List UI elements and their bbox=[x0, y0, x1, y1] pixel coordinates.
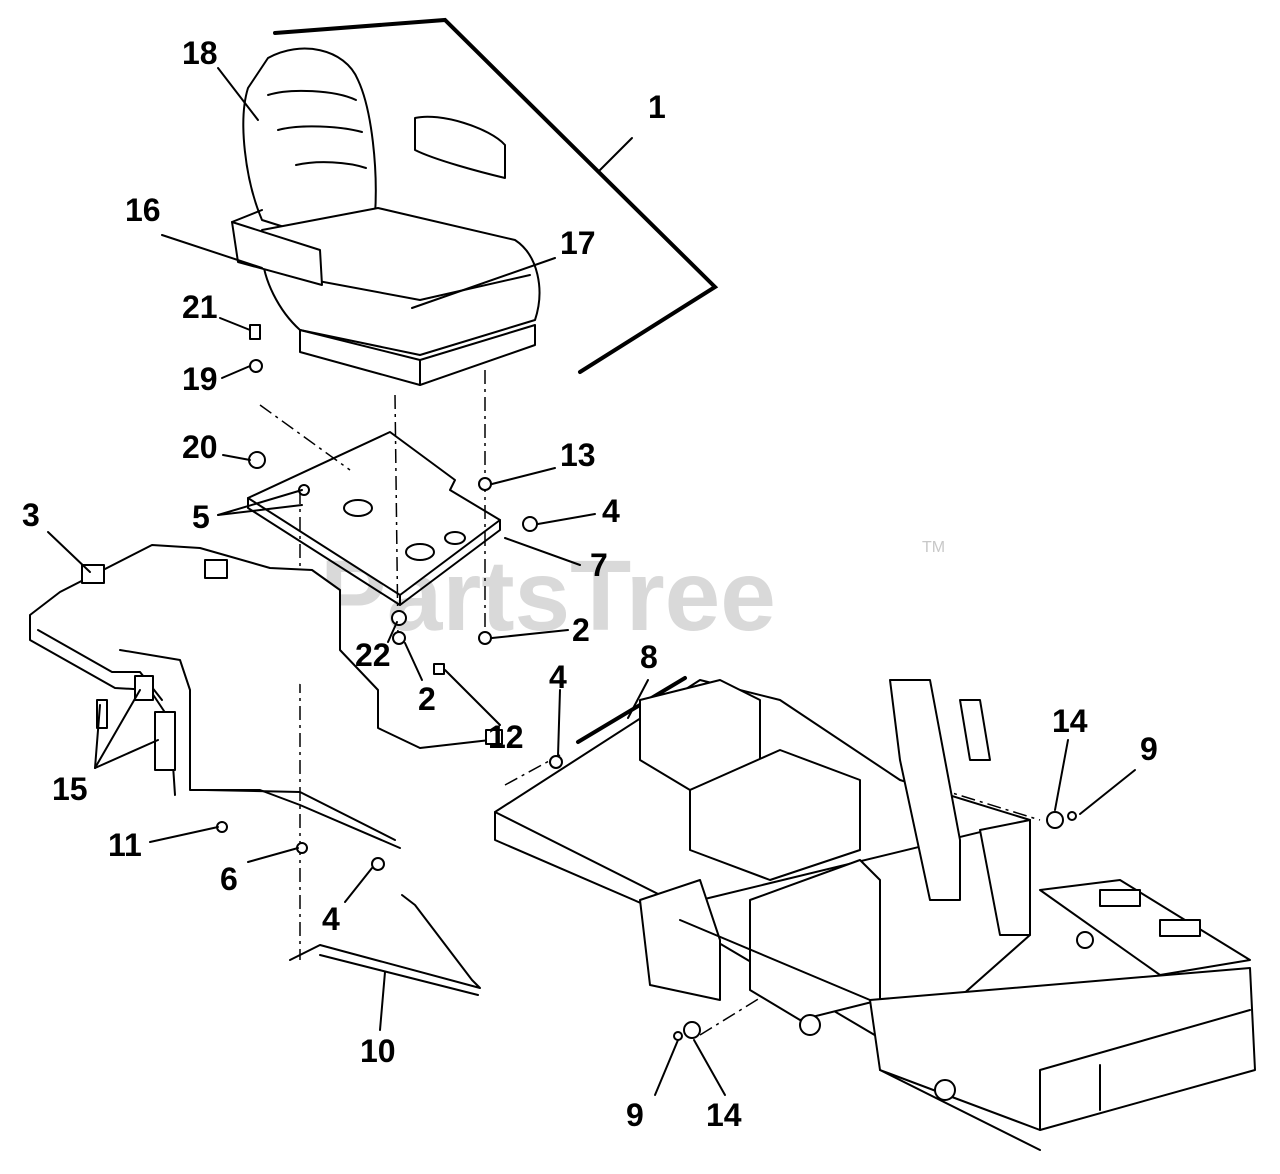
nut-13-icon bbox=[478, 477, 492, 491]
callout-18[interactable]: 18 bbox=[182, 35, 218, 71]
callout-4-lower[interactable]: 4 bbox=[322, 901, 340, 937]
callout-8[interactable]: 8 bbox=[640, 639, 658, 675]
callout-9-bottom[interactable]: 9 bbox=[626, 1097, 644, 1133]
callout-12[interactable]: 12 bbox=[488, 719, 524, 755]
pin-9-right-icon bbox=[1067, 811, 1077, 821]
pin-9-bottom-icon bbox=[673, 1031, 683, 1041]
washer-22-icon bbox=[391, 610, 407, 626]
callout-20[interactable]: 20 bbox=[182, 429, 218, 465]
callout-2-right[interactable]: 2 bbox=[572, 612, 590, 648]
callout-1[interactable]: 1 bbox=[648, 89, 666, 125]
bolt-4-upper-icon bbox=[522, 516, 538, 532]
chassis-frame[interactable] bbox=[494, 679, 1256, 1151]
callout-22[interactable]: 22 bbox=[355, 637, 391, 673]
callouts: 18 1 16 17 21 19 20 13 5 4 3 7 2 22 2 8 … bbox=[22, 35, 1158, 1133]
washer-14-right-icon bbox=[1046, 811, 1064, 829]
callout-7[interactable]: 7 bbox=[590, 547, 608, 583]
washer-20-icon bbox=[248, 451, 266, 469]
callout-6[interactable]: 6 bbox=[220, 861, 238, 897]
callout-2-center[interactable]: 2 bbox=[418, 681, 436, 717]
callout-3[interactable]: 3 bbox=[22, 497, 40, 533]
seat[interactable] bbox=[231, 47, 541, 386]
nut-2-center-icon bbox=[392, 631, 406, 645]
callout-4-upper[interactable]: 4 bbox=[602, 493, 620, 529]
callout-19[interactable]: 19 bbox=[182, 361, 218, 397]
callout-4-middle[interactable]: 4 bbox=[549, 659, 567, 695]
watermark-trademark: TM bbox=[922, 539, 945, 556]
callout-11[interactable]: 11 bbox=[108, 827, 142, 863]
callout-15[interactable]: 15 bbox=[52, 771, 88, 807]
leader-lines bbox=[47, 67, 1136, 1096]
seat-frame[interactable] bbox=[29, 544, 503, 849]
rod-10[interactable] bbox=[289, 894, 481, 996]
callout-21[interactable]: 21 bbox=[182, 289, 218, 325]
nut-2-right-icon bbox=[478, 631, 492, 645]
callout-16[interactable]: 16 bbox=[125, 192, 161, 228]
callout-10[interactable]: 10 bbox=[360, 1033, 396, 1069]
bolt-4-middle-icon bbox=[549, 755, 563, 769]
washer-14-bottom-icon bbox=[683, 1021, 701, 1039]
callout-14-bottom[interactable]: 14 bbox=[706, 1097, 742, 1133]
callout-17[interactable]: 17 bbox=[560, 225, 596, 261]
callout-5[interactable]: 5 bbox=[192, 499, 210, 535]
callout-14-right[interactable]: 14 bbox=[1052, 703, 1088, 739]
seat-pan[interactable] bbox=[247, 431, 501, 606]
bolt-4-lower-icon bbox=[371, 857, 385, 871]
nut-19-icon bbox=[249, 359, 263, 373]
bolt-21-icon bbox=[249, 324, 261, 340]
clip-12-icon bbox=[433, 663, 445, 675]
callout-13[interactable]: 13 bbox=[560, 437, 596, 473]
seat-assembly-bracket bbox=[273, 17, 719, 374]
callout-9-right[interactable]: 9 bbox=[1140, 731, 1158, 767]
